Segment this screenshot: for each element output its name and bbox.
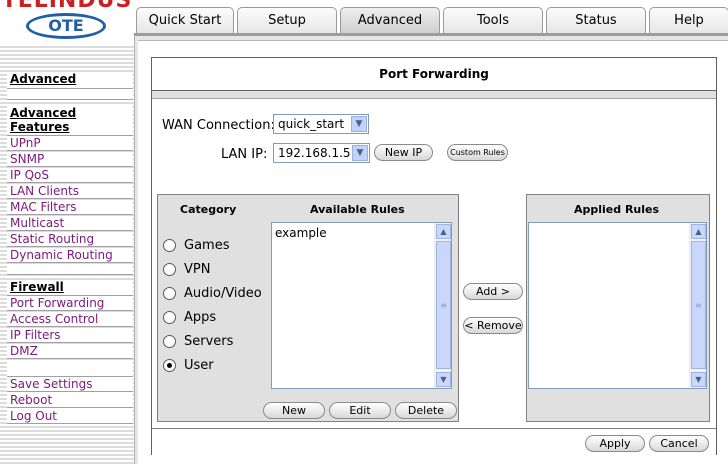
page-title: Port Forwarding [152,58,716,91]
apply-button[interactable]: Apply [585,435,645,452]
applied-rules-scrollbar[interactable]: ▲ ≡ ▼ [689,223,706,388]
applied-rules-header: Applied Rules [574,203,660,216]
sidebar-spacer [7,360,133,377]
sidebar-item-save-settings[interactable]: Save Settings [7,377,133,392]
sidebar-heading-advanced[interactable]: Advanced [7,72,133,89]
sidebar-heading-firewall[interactable]: Firewall [7,280,133,296]
ote-logo-oval: OTE [26,13,106,39]
tab-setup[interactable]: Setup [237,7,337,33]
title-divider-strip [152,91,716,99]
sidebar-item-log-out[interactable]: Log Out [7,409,133,424]
cancel-button[interactable]: Cancel [649,435,709,452]
sidebar-item-upnp[interactable]: UPnP [7,136,133,151]
sidebar-item-multicast[interactable]: Multicast [7,216,133,231]
brand-name: TELINDUS [1,0,133,13]
radio-button-selected[interactable] [163,359,176,372]
radio-button[interactable] [163,239,176,252]
sidebar-item-static-routing[interactable]: Static Routing [7,232,133,247]
remove-rule-button[interactable]: < Remove [463,317,523,334]
custom-rules-button[interactable]: Custom Rules [447,144,508,161]
category-header: Category [180,203,237,216]
sidebar-item-ip-filters[interactable]: IP Filters [7,328,133,343]
radio-dot-icon [167,363,172,368]
tab-advanced[interactable]: Advanced [340,7,440,33]
sidebar-item-snmp[interactable]: SNMP [7,152,133,167]
tab-status[interactable]: Status [546,7,646,33]
lan-ip-select[interactable]: 192.168.1.5 ▼ [273,143,370,163]
sidebar-item-reboot[interactable]: Reboot [7,393,133,408]
wan-connection-value: quick_start [278,117,345,131]
sidebar-item-dmz[interactable]: DMZ [7,344,133,359]
radio-button[interactable] [163,287,176,300]
chevron-down-icon[interactable]: ▼ [691,372,706,387]
available-rules-scrollbar[interactable]: ▲ ≡ ▼ [434,223,451,388]
sidebar-item-port-forwarding[interactable]: Port Forwarding [7,296,133,311]
list-item[interactable]: example [275,226,327,240]
sidebar-item-ip-qos[interactable]: IP QoS [7,168,133,183]
lan-ip-value: 192.168.1.5 [278,146,351,160]
tab-underline [134,33,728,36]
scroll-thumb[interactable]: ≡ [691,241,706,369]
chevron-down-icon[interactable]: ▼ [351,116,367,132]
radio-button[interactable] [163,263,176,276]
applied-rules-list[interactable]: ▲ ≡ ▼ [528,222,707,389]
sidebar-item-access-control[interactable]: Access Control [7,312,133,327]
radio-button[interactable] [163,335,176,348]
chevron-down-icon[interactable]: ▼ [436,372,451,387]
add-rule-button[interactable]: Add > [463,283,523,300]
chevron-up-icon[interactable]: ▲ [436,224,451,239]
available-rules-header: Available Rules [310,203,405,216]
vertical-divider [134,36,138,464]
telindus-ote-logo: TELINDUS OTE [0,0,134,44]
wan-connection-label: WAN Connection: [162,118,275,133]
chevron-down-icon[interactable]: ▼ [352,145,368,161]
wan-connection-select[interactable]: quick_start ▼ [273,114,369,134]
lan-ip-label: LAN IP: [221,147,268,162]
available-rules-list[interactable]: example ▲ ≡ ▼ [271,222,452,389]
horizontal-divider [138,36,728,41]
tab-help[interactable]: Help [649,7,728,33]
new-rule-button[interactable]: New [263,402,325,419]
chevron-up-icon[interactable]: ▲ [691,224,706,239]
sidebar-item-lan-clients[interactable]: LAN Clients [7,184,133,199]
sidebar-spacer [7,89,133,100]
sidebar-spacer [7,264,133,275]
edit-rule-button[interactable]: Edit [329,402,391,419]
radio-button[interactable] [163,311,176,324]
new-ip-button[interactable]: New IP [374,144,433,161]
sidebar-item-dynamic-routing[interactable]: Dynamic Routing [7,248,133,263]
tab-quick-start[interactable]: Quick Start [136,7,234,33]
delete-rule-button[interactable]: Delete [395,402,457,419]
sidebar-item-mac-filters[interactable]: MAC Filters [7,200,133,215]
tab-tools[interactable]: Tools [443,7,543,33]
sidebar-heading-advanced-features[interactable]: Advanced Features [7,106,133,136]
scroll-thumb[interactable]: ≡ [436,241,451,369]
